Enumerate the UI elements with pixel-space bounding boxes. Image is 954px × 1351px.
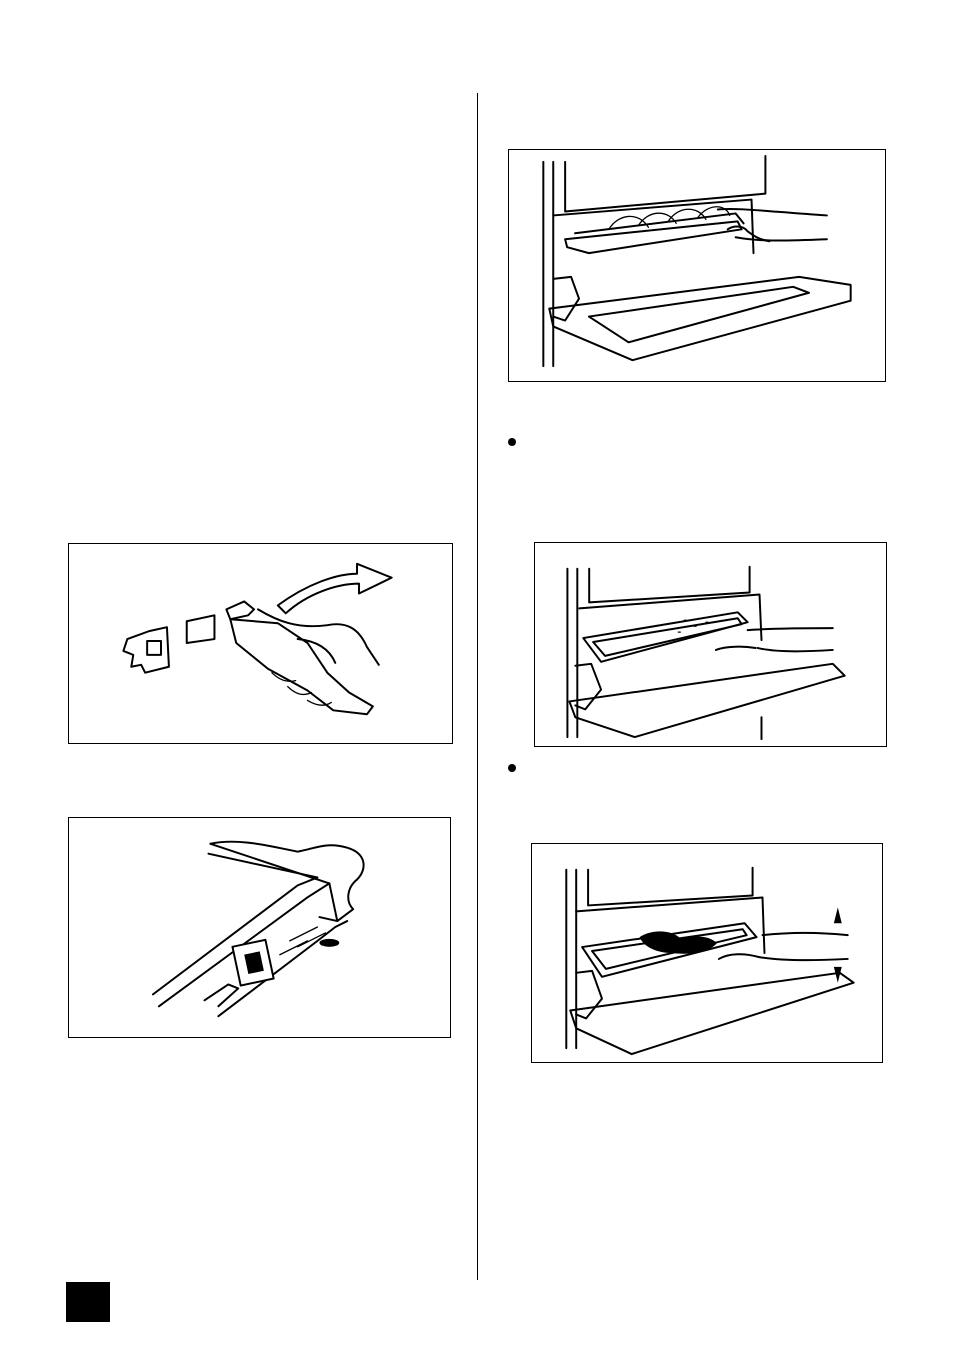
hand-pulling-runner-icon [69,544,452,743]
shelf-runner-removal-figure [68,543,453,744]
hand-inserting-baking-tray-icon [535,543,886,746]
oven-shelf-corner-figure [68,817,451,1038]
hand-inserting-roasting-tin-icon [532,844,882,1062]
baking-tray-in-oven-figure [534,542,887,747]
shelf-corner-detail-icon [69,818,450,1037]
column-divider [477,93,478,1280]
bullet-icon [508,438,516,446]
hand-inserting-grill-pan-icon [509,150,885,381]
bullet-icon [508,764,516,772]
roasting-tin-in-oven-figure [531,843,883,1063]
page-marker-block [66,1282,110,1322]
grill-pan-in-oven-figure [508,149,886,382]
